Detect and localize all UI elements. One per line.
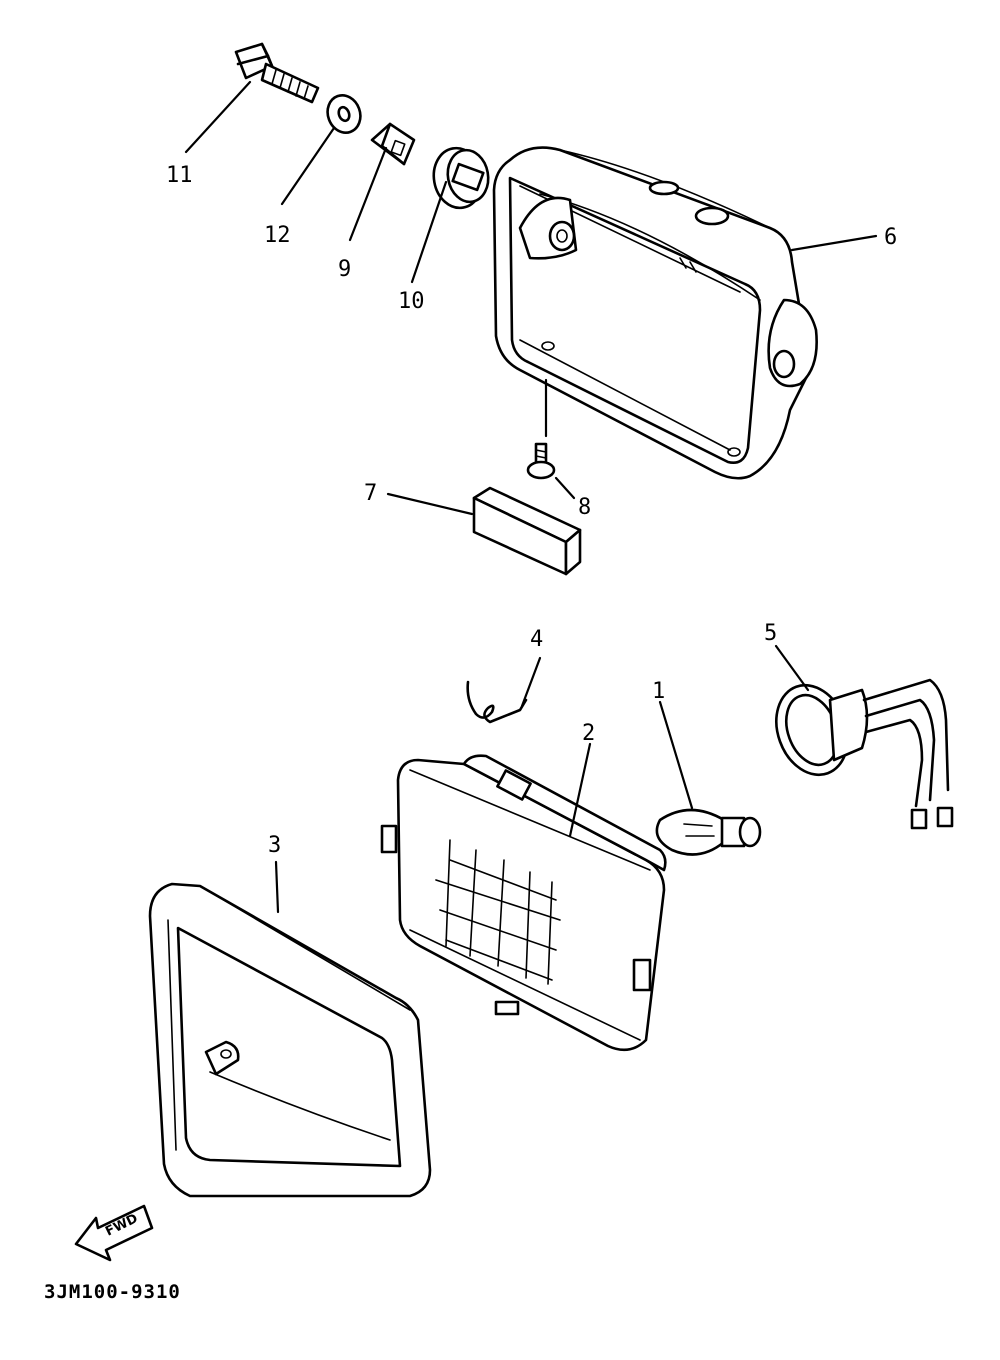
callout-6: 6 [884, 225, 897, 250]
part-12-washer [326, 94, 362, 134]
callout-1: 1 [652, 679, 665, 704]
part-2-headlight-unit [380, 754, 667, 1052]
part-6-headlight-housing [492, 146, 818, 480]
callout-9: 9 [338, 257, 351, 282]
part-1-bulb [655, 808, 762, 856]
leader-lines [184, 80, 878, 914]
callout-12: 12 [264, 223, 291, 248]
callout-8: 8 [578, 495, 591, 520]
callout-2: 2 [582, 721, 595, 746]
diagram-code: 3JM100-9310 [44, 1281, 181, 1303]
callout-3: 3 [268, 833, 281, 858]
part-10-grommet [432, 146, 490, 210]
part-4-spring-clip [466, 680, 528, 724]
callout-11: 11 [166, 163, 193, 188]
part-11-bolt [234, 42, 320, 104]
callout-labels: 11 12 9 10 6 7 8 4 5 1 2 3 [166, 163, 897, 858]
forward-arrow-icon: FWD [74, 1204, 154, 1262]
callout-5: 5 [764, 621, 777, 646]
part-9-collar [370, 122, 416, 166]
part-8-screw [526, 442, 556, 480]
callout-7: 7 [364, 481, 377, 506]
part-3-headlight-rim [148, 882, 432, 1198]
callout-4: 4 [530, 627, 543, 652]
callout-10: 10 [398, 289, 425, 314]
part-5-bulb-socket [775, 678, 954, 830]
part-7-block [472, 486, 582, 576]
